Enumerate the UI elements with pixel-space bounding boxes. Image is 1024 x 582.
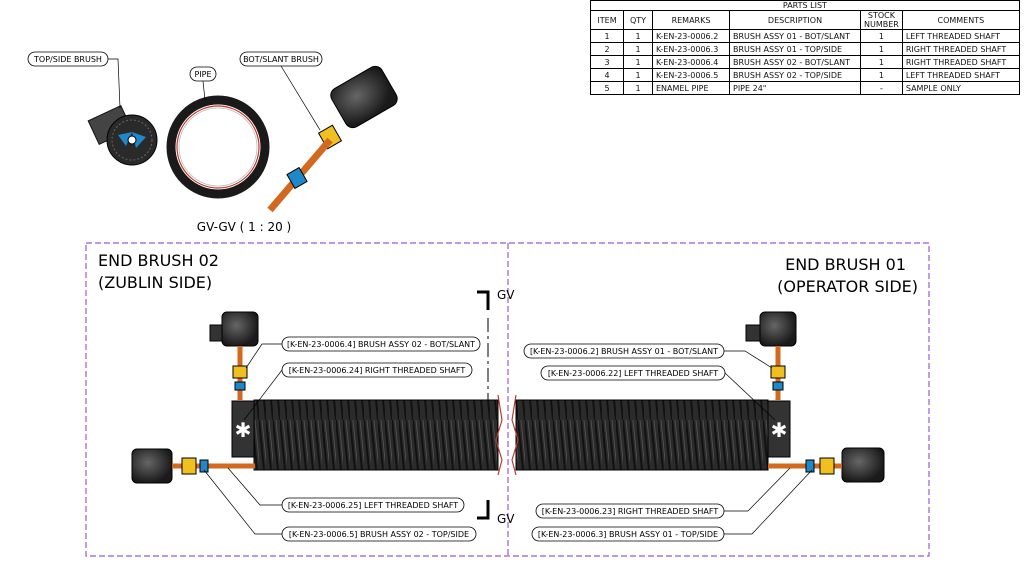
callout-r4: [K-EN-23-0006.3] BRUSH ASSY 01 - TOP/SID… [531,469,813,542]
top-side-brush-part [87,104,158,166]
callout-r1: [K-EN-23-0006.2] BRUSH ASSY 01 - BOT/SLA… [523,343,773,369]
right-title-line-2: (OPERATOR SIDE) [777,277,918,296]
table-row: 4 1 K-EN-23-0006.5 BRUSH ASSY 02 - TOP/S… [590,68,1020,82]
table-row: 2 1 K-EN-23-0006.3 BRUSH ASSY 01 - TOP/S… [590,42,1020,56]
callout-text-l4: [K-EN-23-0006.5] BRUSH ASSY 02 - TOP/SID… [289,530,469,539]
table-row: 3 1 K-EN-23-0006.4 BRUSH ASSY 02 - BOT/S… [590,55,1020,69]
callout-l1: [K-EN-23-0006.4] BRUSH ASSY 02 - BOT/SLA… [245,336,481,369]
table-row: 5 1 ENAMEL PIPE PIPE 24" - SAMPLE ONLY [590,81,1020,95]
svg-text:✱: ✱ [771,418,788,442]
section-view: TOP/SIDE BRUSH PIPE BOT/SLANT BRUSH GV-G… [27,51,398,234]
callout-text-l2: [K-EN-23-0006.24] RIGHT THREADED SHAFT [289,366,466,375]
callout-text-r4: [K-EN-23-0006.3] BRUSH ASSY 01 - TOP/SID… [538,530,718,539]
parts-list-table: PARTS LIST ITEM QTY REMARKS DESCRIPTION … [590,0,1020,95]
callout-bot-slant-brush: BOT/SLANT BRUSH [239,51,323,131]
callout-text-l1: [K-EN-23-0006.4] BRUSH ASSY 02 - BOT/SLA… [287,340,475,349]
section-mark-top: GV [497,288,515,302]
left-bottom-motor [131,448,255,484]
pipe-section [166,95,270,199]
callout-l2: [K-EN-23-0006.24] RIGHT THREADED SHAFT [243,362,473,421]
callout-pipe: PIPE [189,66,217,101]
left-title-line-1: END BRUSH 02 [98,251,219,270]
right-end-flange [767,400,791,458]
label-bot-slant-brush: BOT/SLANT BRUSH [243,55,319,64]
left-end-flange [231,400,255,458]
section-cut-line: GV GV [477,288,515,526]
main-view: END BRUSH 02 (ZUBLIN SIDE) END BRUSH 01 … [85,242,930,557]
table-row: 1 1 K-EN-23-0006.2 BRUSH ASSY 01 - BOT/S… [590,29,1020,43]
callout-l4: [K-EN-23-0006.5] BRUSH ASSY 02 - TOP/SID… [203,469,477,542]
left-title-line-2: (ZUBLIN SIDE) [98,273,212,292]
svg-text:✱: ✱ [235,418,252,442]
label-top-side-brush: TOP/SIDE BRUSH [33,55,102,64]
pipe-assembly: ✱ ✱ [231,394,791,476]
callout-top-side-brush: TOP/SIDE BRUSH [27,51,121,109]
view-frame [85,242,930,557]
bot-slant-brush-part [267,65,398,213]
right-bottom-motor [768,447,885,483]
callout-text-r2: [K-EN-23-0006.22] LEFT THREADED SHAFT [548,369,718,378]
callout-text-r1: [K-EN-23-0006.2] BRUSH ASSY 01 - BOT/SLA… [530,347,718,356]
section-view-caption: GV-GV ( 1 : 20 ) [197,220,291,234]
callout-text-r3: [K-EN-23-0006.23] RIGHT THREADED SHAFT [542,507,719,516]
label-pipe: PIPE [194,70,211,79]
callout-r2: [K-EN-23-0006.22] LEFT THREADED SHAFT [540,365,776,421]
right-title-line-1: END BRUSH 01 [785,255,906,274]
section-mark-bottom: GV [497,512,515,526]
callout-text-l3: [K-EN-23-0006.25] LEFT THREADED SHAFT [288,501,458,510]
cell-comments: SAMPLE ONLY [901,81,1020,95]
callout-r3: [K-EN-23-0006.23] RIGHT THREADED SHAFT [535,467,791,519]
left-top-motor [209,311,259,400]
right-top-motor [745,311,797,400]
callout-l3: [K-EN-23-0006.25] LEFT THREADED SHAFT [227,467,465,513]
cell-description: PIPE 24" [729,81,861,95]
